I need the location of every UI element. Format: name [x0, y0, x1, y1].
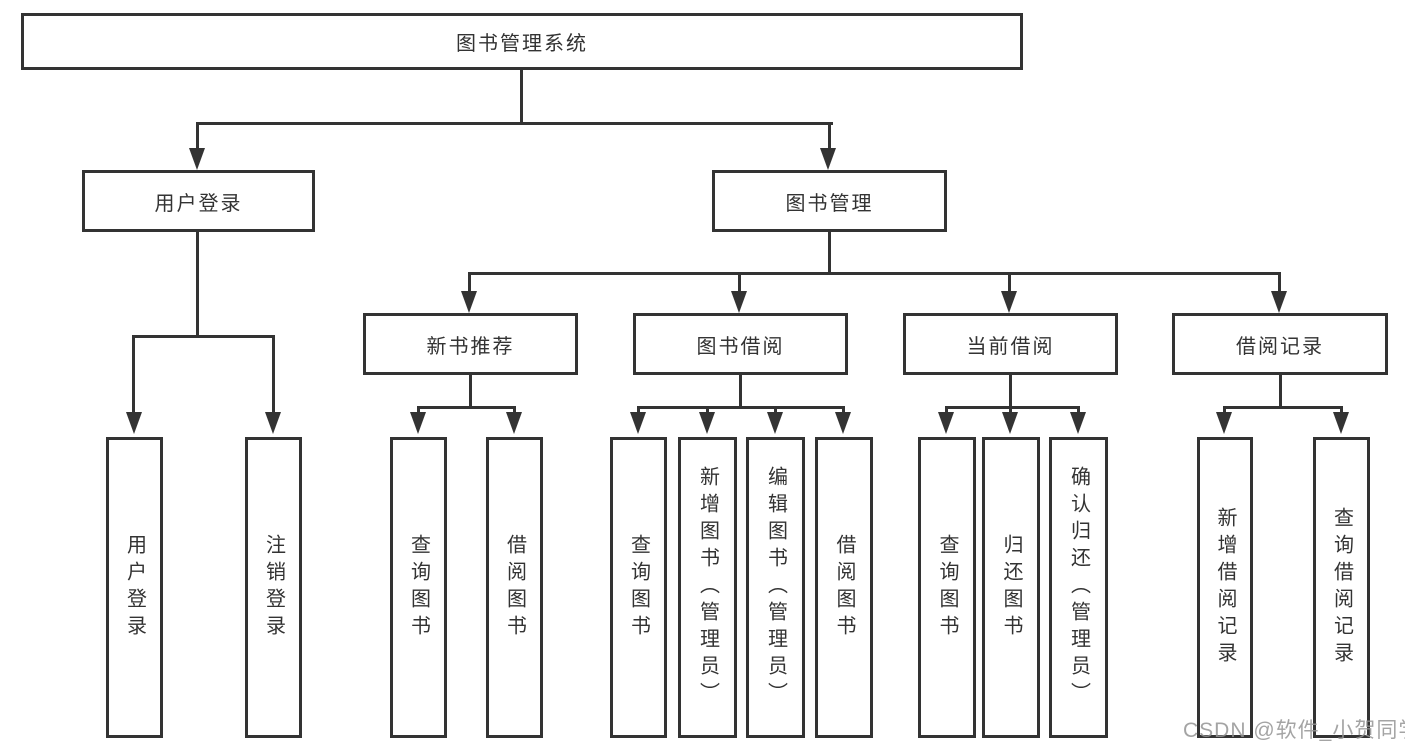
connector-drop-nb-borrow — [513, 406, 516, 414]
csdn-watermark: CSDN @软件_小贺同学 — [1183, 719, 1405, 742]
node-new-book-recommend: 新书推荐 — [363, 313, 578, 375]
connector-level3-rail — [468, 272, 1281, 275]
connector-drop-bb-edit — [774, 406, 777, 414]
arrow-down-br-query — [1333, 412, 1349, 434]
leaf-logout: 注销登录 — [245, 437, 302, 738]
connector-drop-cb-confirm — [1077, 406, 1080, 414]
connector-drop-nb-query — [417, 406, 420, 414]
arrow-down-leaf-logout — [265, 412, 281, 434]
leaf-query-book-3: 查询图书 — [918, 437, 976, 738]
connector-new-book-rail — [417, 406, 516, 409]
node-root-system: 图书管理系统 — [21, 13, 1023, 70]
connector-level2-rail — [196, 122, 833, 125]
arrow-down-br-add — [1216, 412, 1232, 434]
leaf-edit-book-admin: 编辑图书（管理员） — [746, 437, 805, 738]
connector-user-login-rail — [132, 335, 275, 338]
leaf-add-borrow-record: 新增借阅记录 — [1197, 437, 1253, 738]
connector-user-login-stem — [196, 232, 199, 337]
node-user-login: 用户登录 — [82, 170, 315, 232]
connector-current-borrow-rail — [945, 406, 1079, 409]
connector-borrow-record-stem — [1279, 375, 1282, 408]
arrow-down-new-book — [461, 291, 477, 313]
arrow-down-user-login — [189, 148, 205, 170]
arrow-down-cb-query — [938, 412, 954, 434]
node-book-management: 图书管理 — [712, 170, 947, 232]
arrow-down-nb-borrow — [506, 412, 522, 434]
connector-new-book-stem — [469, 375, 472, 408]
connector-drop-user-login — [196, 122, 199, 152]
leaf-user-login: 用户登录 — [106, 437, 163, 738]
connector-drop-leaf-logout — [272, 335, 275, 413]
arrow-down-borrow-record — [1271, 291, 1287, 313]
leaf-query-book-2: 查询图书 — [610, 437, 667, 738]
arrow-down-cb-return — [1002, 412, 1018, 434]
leaf-borrow-book-2: 借阅图书 — [815, 437, 873, 738]
connector-drop-br-add — [1223, 406, 1226, 414]
arrow-down-bb-borrow — [835, 412, 851, 434]
connector-drop-bb-query — [637, 406, 640, 414]
connector-drop-cb-query — [945, 406, 948, 414]
connector-drop-cb-return — [1009, 406, 1012, 414]
connector-drop-book-borrow — [738, 272, 741, 294]
arrow-down-leaf-login — [126, 412, 142, 434]
connector-drop-borrow-record — [1278, 272, 1281, 294]
arrow-down-book-borrow — [731, 291, 747, 313]
arrow-down-nb-query — [410, 412, 426, 434]
arrow-down-bb-add — [699, 412, 715, 434]
connector-borrow-record-rail — [1223, 406, 1342, 409]
connector-drop-new-book — [468, 272, 471, 294]
leaf-query-book-1: 查询图书 — [390, 437, 447, 738]
node-current-borrow: 当前借阅 — [903, 313, 1118, 375]
connector-book-mgmt-stem — [828, 232, 831, 274]
connector-drop-bb-borrow — [842, 406, 845, 414]
arrow-down-current-borrow — [1001, 291, 1017, 313]
connector-drop-leaf-login — [132, 335, 135, 413]
connector-drop-current-borrow — [1008, 272, 1011, 294]
connector-book-borrow-rail — [637, 406, 845, 409]
node-book-borrow: 图书借阅 — [633, 313, 848, 375]
connector-root-stem — [520, 70, 523, 124]
node-borrow-record: 借阅记录 — [1172, 313, 1388, 375]
leaf-borrow-book-1: 借阅图书 — [486, 437, 543, 738]
arrow-down-bb-query — [630, 412, 646, 434]
leaf-confirm-return-admin: 确认归还（管理员） — [1049, 437, 1108, 738]
leaf-return-book: 归还图书 — [982, 437, 1040, 738]
connector-drop-book-mgmt — [828, 122, 831, 152]
connector-current-borrow-stem — [1009, 375, 1012, 408]
arrow-down-bb-edit — [767, 412, 783, 434]
connector-book-borrow-stem — [739, 375, 742, 408]
leaf-query-borrow-record: 查询借阅记录 — [1313, 437, 1370, 738]
connector-drop-br-query — [1340, 406, 1343, 414]
leaf-add-book-admin: 新增图书（管理员） — [678, 437, 737, 738]
arrow-down-book-mgmt — [820, 148, 836, 170]
connector-drop-bb-add — [706, 406, 709, 414]
arrow-down-cb-confirm — [1070, 412, 1086, 434]
